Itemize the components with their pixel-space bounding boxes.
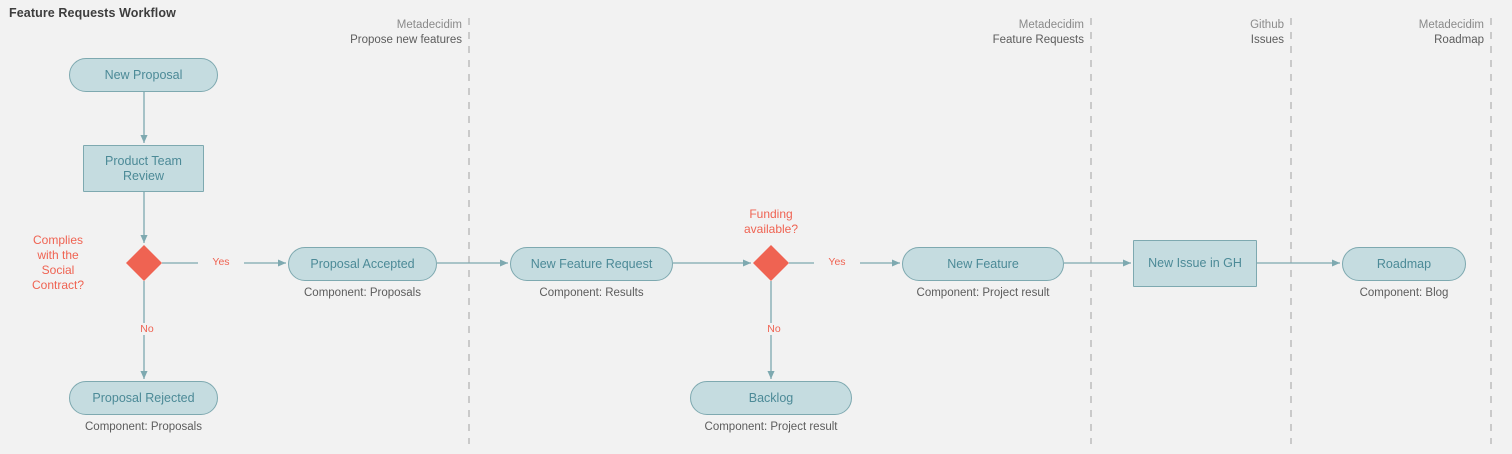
connector-lines [140, 92, 1340, 379]
node-caption-roadmap: Component: Blog [1359, 287, 1449, 299]
edge-label-no-funding: No [751, 323, 797, 335]
node-roadmap[interactable]: Roadmap [1342, 247, 1466, 281]
lane-space: Feature Requests [992, 34, 1084, 46]
lane-dividers [468, 18, 1492, 444]
lane-space: Propose new features [350, 34, 462, 46]
edge-label-no-social-contract: No [124, 323, 170, 335]
node-label: Proposal Accepted [310, 256, 415, 271]
node-new-feature-request[interactable]: New Feature Request [510, 247, 673, 281]
node-label: New Feature [947, 256, 1019, 271]
lane-org: Metadecidim [1018, 19, 1084, 31]
node-label: Roadmap [1376, 256, 1432, 271]
node-proposal-rejected[interactable]: Proposal Rejected [69, 381, 218, 415]
node-caption-new-feature: Component: Project result [916, 287, 1050, 299]
lane-space: Roadmap [1434, 34, 1484, 46]
node-new-proposal[interactable]: New Proposal [69, 58, 218, 92]
node-caption-proposal-accepted: Component: Proposals [304, 287, 421, 299]
node-label: New Feature Request [530, 256, 653, 271]
lane-org: Github [1250, 19, 1284, 31]
node-label: Backlog [748, 390, 794, 405]
node-caption-backlog: Component: Project result [704, 421, 838, 433]
node-backlog[interactable]: Backlog [690, 381, 852, 415]
node-new-feature[interactable]: New Feature [902, 247, 1064, 281]
node-label: Proposal Rejected [92, 390, 195, 405]
decision-funding-available[interactable] [753, 245, 789, 281]
lane-space: Issues [1250, 34, 1284, 46]
lane-org: Metadecidim [1418, 19, 1484, 31]
node-label: New Proposal [104, 67, 183, 82]
decision-diamonds [126, 245, 789, 281]
lane-org: Metadecidim [396, 19, 462, 31]
edge-label-yes-funding: Yes [814, 256, 860, 268]
page-title: Feature Requests Workflow [9, 6, 176, 20]
node-new-issue-in-gh[interactable]: New Issue in GH [1133, 240, 1257, 287]
node-caption-new-feature-request: Component: Results [539, 287, 644, 299]
decision-complies-social-contract[interactable] [126, 245, 162, 281]
node-caption-proposal-rejected: Component: Proposals [85, 421, 202, 433]
edge-label-yes-social-contract: Yes [198, 256, 244, 268]
node-label: New Issue in GH [1148, 256, 1242, 270]
node-proposal-accepted[interactable]: Proposal Accepted [288, 247, 437, 281]
